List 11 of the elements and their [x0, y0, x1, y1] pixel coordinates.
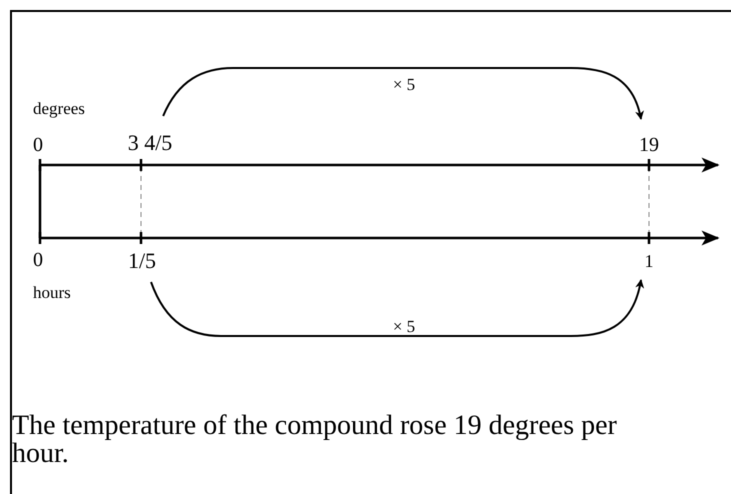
tick-value: 19	[639, 135, 659, 155]
curved-arrow	[162, 67, 644, 120]
tick-value: 0	[33, 135, 43, 155]
tick-value: 1/5	[128, 250, 156, 272]
tick-value: 0	[33, 250, 43, 270]
axis-label: degrees	[33, 100, 85, 117]
tick-value: 1	[644, 252, 654, 270]
axis-label: hours	[33, 284, 71, 301]
tick-value: 3 4/5	[128, 132, 172, 154]
curved-arrow	[150, 279, 644, 337]
statement-text: The temperature of the compound rose 19 degrees per hour.	[12, 412, 618, 468]
